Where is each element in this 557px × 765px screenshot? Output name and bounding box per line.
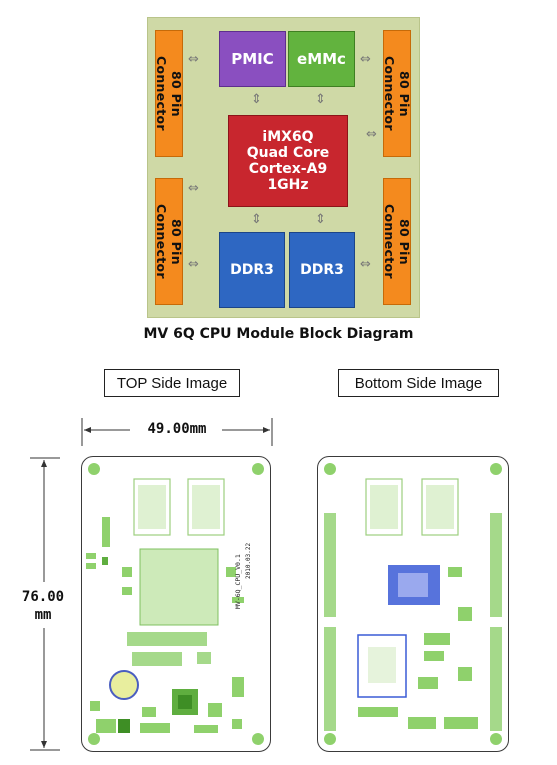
connector-label: 80 Pin Connector — [154, 204, 184, 279]
bottom-side-label: Bottom Side Image — [338, 369, 499, 397]
silkscreen-date: 2010.03.22 — [245, 529, 257, 579]
width-dimension-label: 49.00mm — [147, 421, 207, 437]
pmic-block: PMIC — [219, 31, 286, 87]
double-arrow-icon: ⇔ — [188, 52, 199, 67]
top-board-components — [86, 463, 264, 745]
silkscreen-date-text: 2010.03.22 — [245, 542, 252, 579]
bottom-board-components — [324, 463, 502, 745]
emmc-label: eMMc — [297, 50, 346, 68]
ddr3-label: DDR3 — [230, 262, 274, 278]
cpu-arch: Cortex-A9 — [248, 161, 328, 177]
emmc-block: eMMc — [288, 31, 355, 87]
height-dimension-unit: mm — [34, 607, 52, 623]
cpu-cores: Quad Core — [246, 145, 330, 161]
bottom-side-board — [317, 456, 509, 752]
bottom-side-label-text: Bottom Side Image — [354, 374, 483, 392]
height-dimension-value: 76.00 — [21, 589, 65, 605]
double-arrow-icon: ⇔ — [188, 181, 199, 196]
connector-block-bottom-right: 80 Pin Connector — [382, 178, 412, 305]
top-side-label-text: TOP Side Image — [116, 374, 228, 392]
vertical-double-arrow-icon: ⇕ — [251, 212, 262, 227]
connector-block-top-left: 80 Pin Connector — [154, 30, 184, 157]
double-arrow-icon: ⇔ — [188, 257, 199, 272]
double-arrow-icon: ⇔ — [360, 52, 371, 67]
double-arrow-icon: ⇔ — [360, 257, 371, 272]
ddr3-block-left: DDR3 — [219, 232, 285, 308]
connector-label: 80 Pin Connector — [154, 56, 184, 131]
height-dimension-label: 76.00 mm — [8, 588, 78, 624]
vertical-double-arrow-icon: ⇕ — [251, 92, 262, 107]
ddr3-block-right: DDR3 — [289, 232, 355, 308]
vertical-double-arrow-icon: ⇕ — [315, 212, 326, 227]
cpu-name: iMX6Q — [262, 129, 314, 145]
dimension-lines — [30, 418, 273, 751]
cpu-freq: 1GHz — [267, 177, 309, 193]
top-side-label: TOP Side Image — [104, 369, 240, 397]
vertical-double-arrow-icon: ⇕ — [315, 92, 326, 107]
ddr3-label: DDR3 — [300, 262, 344, 278]
connector-block-bottom-left: 80 Pin Connector — [154, 178, 184, 305]
pmic-label: PMIC — [231, 50, 274, 68]
silkscreen-version: MV-6Q_CPU_V0.1 — [234, 554, 242, 609]
connector-block-top-right: 80 Pin Connector — [382, 30, 412, 157]
diagram-caption: MV 6Q CPU Module Block Diagram — [143, 326, 414, 342]
cpu-block: iMX6Q Quad Core Cortex-A9 1GHz — [228, 115, 348, 207]
connector-label: 80 Pin Connector — [382, 56, 412, 131]
block-diagram-panel: 80 Pin Connector 80 Pin Connector 80 Pin… — [147, 17, 420, 318]
connector-label: 80 Pin Connector — [382, 204, 412, 279]
top-side-board: MV-6Q_CPU_V0.1 2010.03.22 — [81, 456, 271, 752]
double-arrow-icon: ⇔ — [366, 127, 377, 142]
